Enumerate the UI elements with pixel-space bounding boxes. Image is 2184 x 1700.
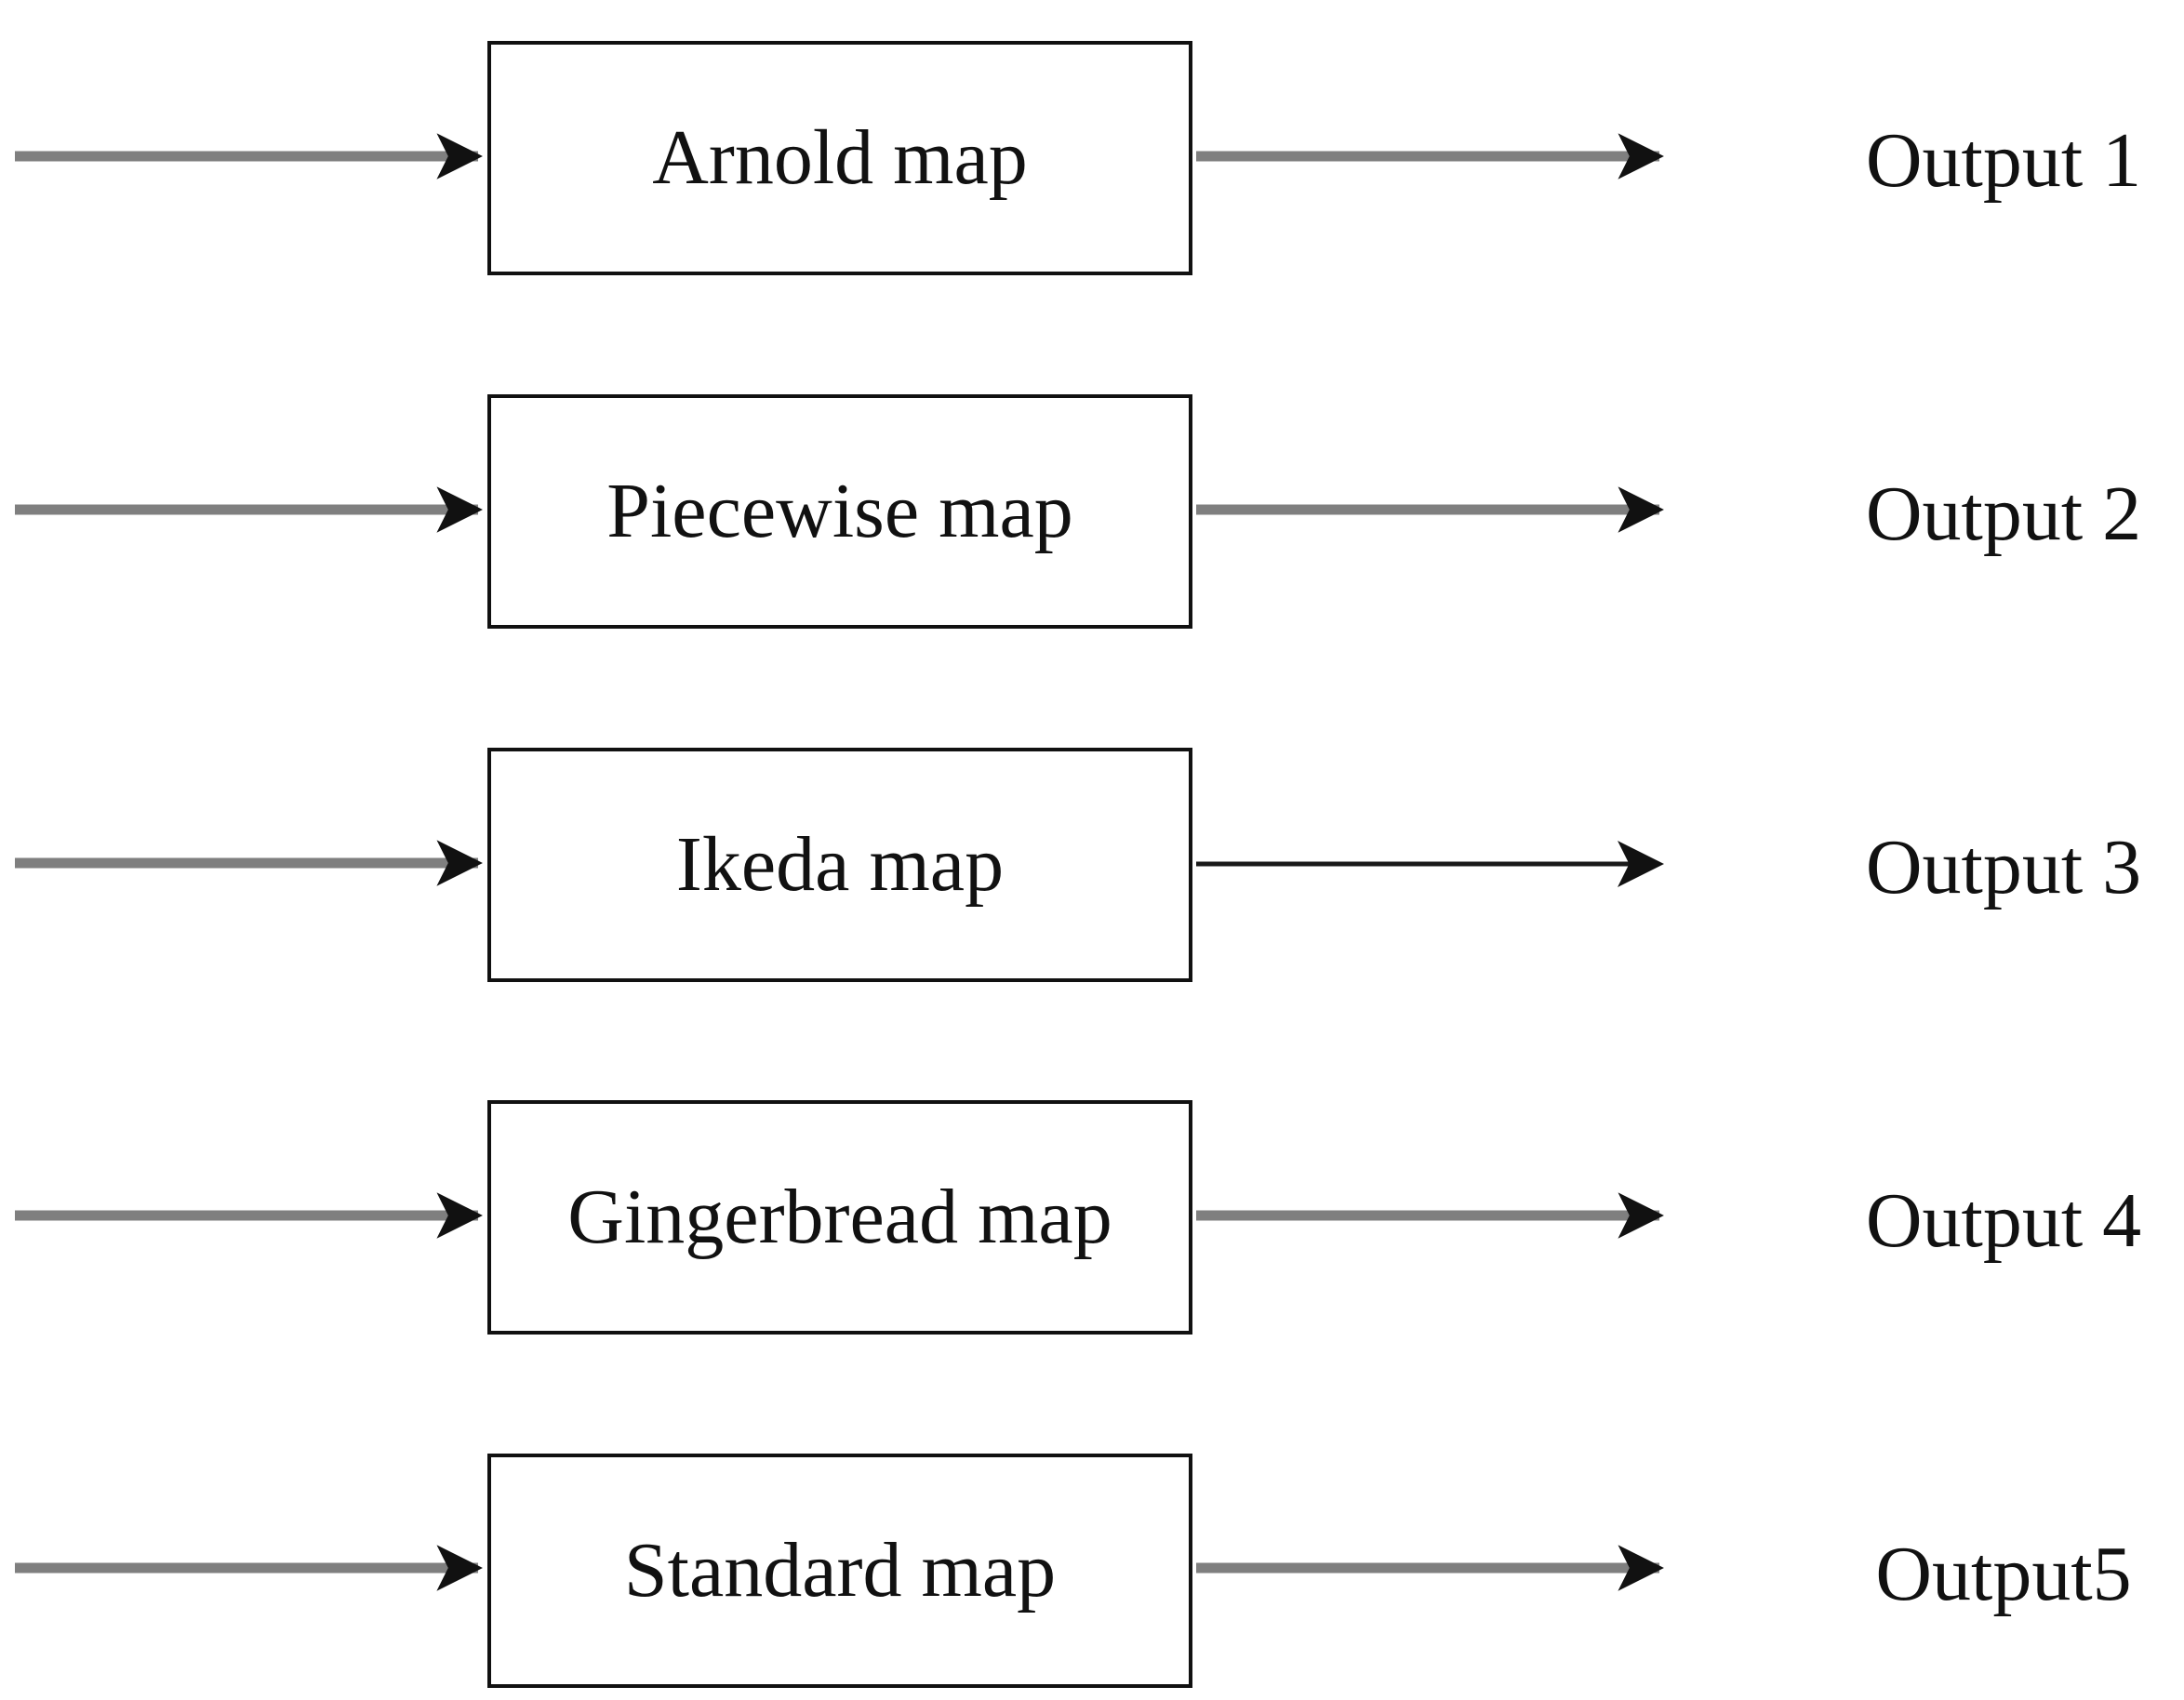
- map-label: Standard map: [623, 1527, 1057, 1614]
- piecewise-map-box: Piecewise map: [487, 394, 1192, 629]
- output-label-5: Output5: [1875, 1531, 2132, 1617]
- map-label: Arnold map: [652, 114, 1028, 201]
- gingerbread-map-box: Gingerbread map: [487, 1100, 1192, 1335]
- output-label-2: Output 2: [1865, 471, 2142, 557]
- arnold-map-box: Arnold map: [487, 41, 1192, 275]
- output-label-4: Output 4: [1865, 1177, 2142, 1264]
- map-label: Piecewise map: [606, 468, 1073, 554]
- map-label: Ikeda map: [675, 821, 1005, 908]
- map-label: Gingerbread map: [567, 1174, 1112, 1260]
- standard-map-box: Standard map: [487, 1454, 1192, 1688]
- ikeda-map-box: Ikeda map: [487, 748, 1192, 982]
- output-label-3: Output 3: [1865, 824, 2142, 910]
- output-label-1: Output 1: [1865, 117, 2142, 204]
